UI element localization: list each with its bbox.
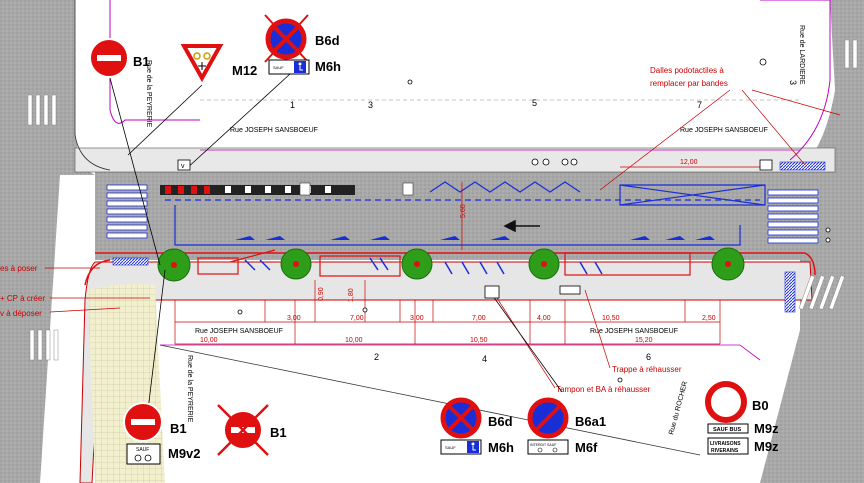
sign-b0-label: B0: [752, 398, 769, 413]
sign-m6h-top-sauf: SAUF: [273, 65, 284, 70]
dim-300b: 3,00: [410, 315, 424, 322]
sign-m6f: INTERDIT SAUF: [527, 439, 569, 455]
north-sidewalk: [74, 147, 836, 173]
sign-m12: [180, 44, 224, 83]
dim-560: 5,60: [460, 204, 467, 218]
annotation-dalles-line2: remplacer par bandes: [650, 79, 728, 88]
crosswalk-bottom-right: [798, 275, 846, 310]
sign-b0: [705, 381, 747, 423]
sign-b6d-bottom-label: B6d: [488, 414, 513, 429]
sign-m9v2: SAUF: [126, 443, 161, 465]
sign-m12-label: M12: [232, 63, 257, 78]
street-joseph-top: Rue JOSEPH SANSBOEUF: [230, 127, 318, 134]
dim-300a: 3,00: [287, 315, 301, 322]
sign-m9z-b-line2: RIVERAINS: [711, 448, 739, 454]
house-number-4: 4: [482, 354, 487, 364]
limit-left: [109, 0, 200, 124]
sign-m9z-a: SAUF BUS: [707, 423, 749, 434]
crosswalk-left: [106, 184, 148, 239]
crosswalk-right: [767, 189, 819, 244]
sign-b6d-top-label: B6d: [315, 33, 340, 48]
dimension-lines: [174, 166, 765, 345]
dim-180: 1,80: [348, 288, 355, 302]
sign-m9z-b-label: M9z: [754, 439, 779, 454]
annotation-dalles-line1: Dalles podotactiles à: [650, 66, 724, 75]
lane-markings: [165, 181, 766, 246]
sign-b6d-bottom: [440, 397, 482, 439]
house-number-2: 2: [374, 352, 379, 362]
sign-b1-bottom-left-label: B1: [170, 421, 187, 436]
crosswalk-bottom-left: [29, 329, 59, 361]
sign-b6a1: [527, 397, 569, 439]
street-joseph-top-right: Rue JOSEPH SANSBOEUF: [680, 127, 768, 134]
dim-1050a: 10,50: [602, 315, 620, 322]
parking-slots: [244, 257, 603, 275]
sign-m6h-bottom: SAUF: [440, 439, 482, 455]
sign-m9z-b-line1: LIVRAISONS: [710, 441, 741, 447]
sign-b1-bottom-label: B1: [270, 425, 287, 440]
dim-1000b: 10,00: [345, 337, 363, 344]
main-road: [95, 170, 864, 260]
annotation-poser: es à poser: [0, 264, 38, 273]
house-number-5: 5: [532, 98, 537, 108]
sign-b1-bottom: [217, 404, 269, 456]
bike-markings: [235, 236, 715, 240]
sign-b6a1-label: B6a1: [575, 414, 606, 429]
dim-1520: 15,20: [635, 337, 653, 344]
sign-m6h-top-label: M6h: [315, 59, 341, 74]
sign-b1-top-label: B1: [133, 54, 150, 69]
house-number-1: 1: [290, 100, 295, 110]
sign-m9z-b: LIVRAISONS RIVERAINS: [707, 437, 749, 455]
dim-700a: 7,00: [350, 315, 364, 322]
house-number-3: 3: [368, 100, 373, 110]
traffic-arrow: [503, 219, 540, 233]
street-lardiere: Rue de LARDIERE: [798, 25, 805, 85]
sign-m6f-text: INTERDIT SAUF: [530, 443, 556, 447]
dim-1050b: 10,50: [470, 337, 488, 344]
street-joseph-bottom-left: Rue JOSEPH SANSBOEUF: [195, 328, 283, 335]
left-road: [0, 0, 95, 483]
house-number-3b: 3: [788, 80, 798, 85]
limit-right: [760, 0, 831, 161]
dim-090: 0,90: [318, 287, 325, 301]
sign-m6h-bottom-label: M6h: [488, 440, 514, 455]
sign-b6d-top: [264, 14, 309, 63]
house-number-7: 7: [697, 100, 702, 110]
street-joseph-bottom-right: Rue JOSEPH SANSBOEUF: [590, 328, 678, 335]
dim-400: 4,00: [537, 315, 551, 322]
dim-700b: 7,00: [472, 315, 486, 322]
sign-b1-top: [89, 38, 129, 78]
street-peyrerie-top: Rue de la PEYRERIE: [145, 60, 152, 128]
sign-m6f-label: M6f: [575, 440, 598, 455]
dim-12: 12,00: [680, 159, 698, 166]
sign-m6h-bottom-sauf: SAUF: [445, 445, 456, 450]
sign-m9z-a-label: M9z: [754, 421, 779, 436]
sign-m6h-top: SAUF: [268, 59, 310, 75]
box-v: v: [181, 163, 185, 170]
crosswalk-top-left: [27, 94, 57, 126]
annotation-trappe: Trappe à réhausser: [612, 365, 682, 374]
street-peyrerie-bottom: Rue de la PEYRERIE: [186, 355, 193, 423]
sign-m9v2-label: M9v2: [168, 446, 201, 461]
annotation-tampon: Tampon et BA à réhausser: [556, 385, 651, 394]
crosswalk-top-right: [844, 39, 858, 69]
sign-b1-bottom-left: [123, 402, 163, 442]
dim-1000a: 10,00: [200, 337, 218, 344]
house-number-6: 6: [646, 352, 651, 362]
annotation-cp: + CP à créer: [0, 294, 45, 303]
dim-250: 2,50: [702, 315, 716, 322]
sign-m9v2-sauf: SAUF: [136, 447, 149, 453]
sign-m9z-a-text: SAUF BUS: [713, 427, 741, 433]
annotation-deposer: v à déposer: [0, 309, 42, 318]
